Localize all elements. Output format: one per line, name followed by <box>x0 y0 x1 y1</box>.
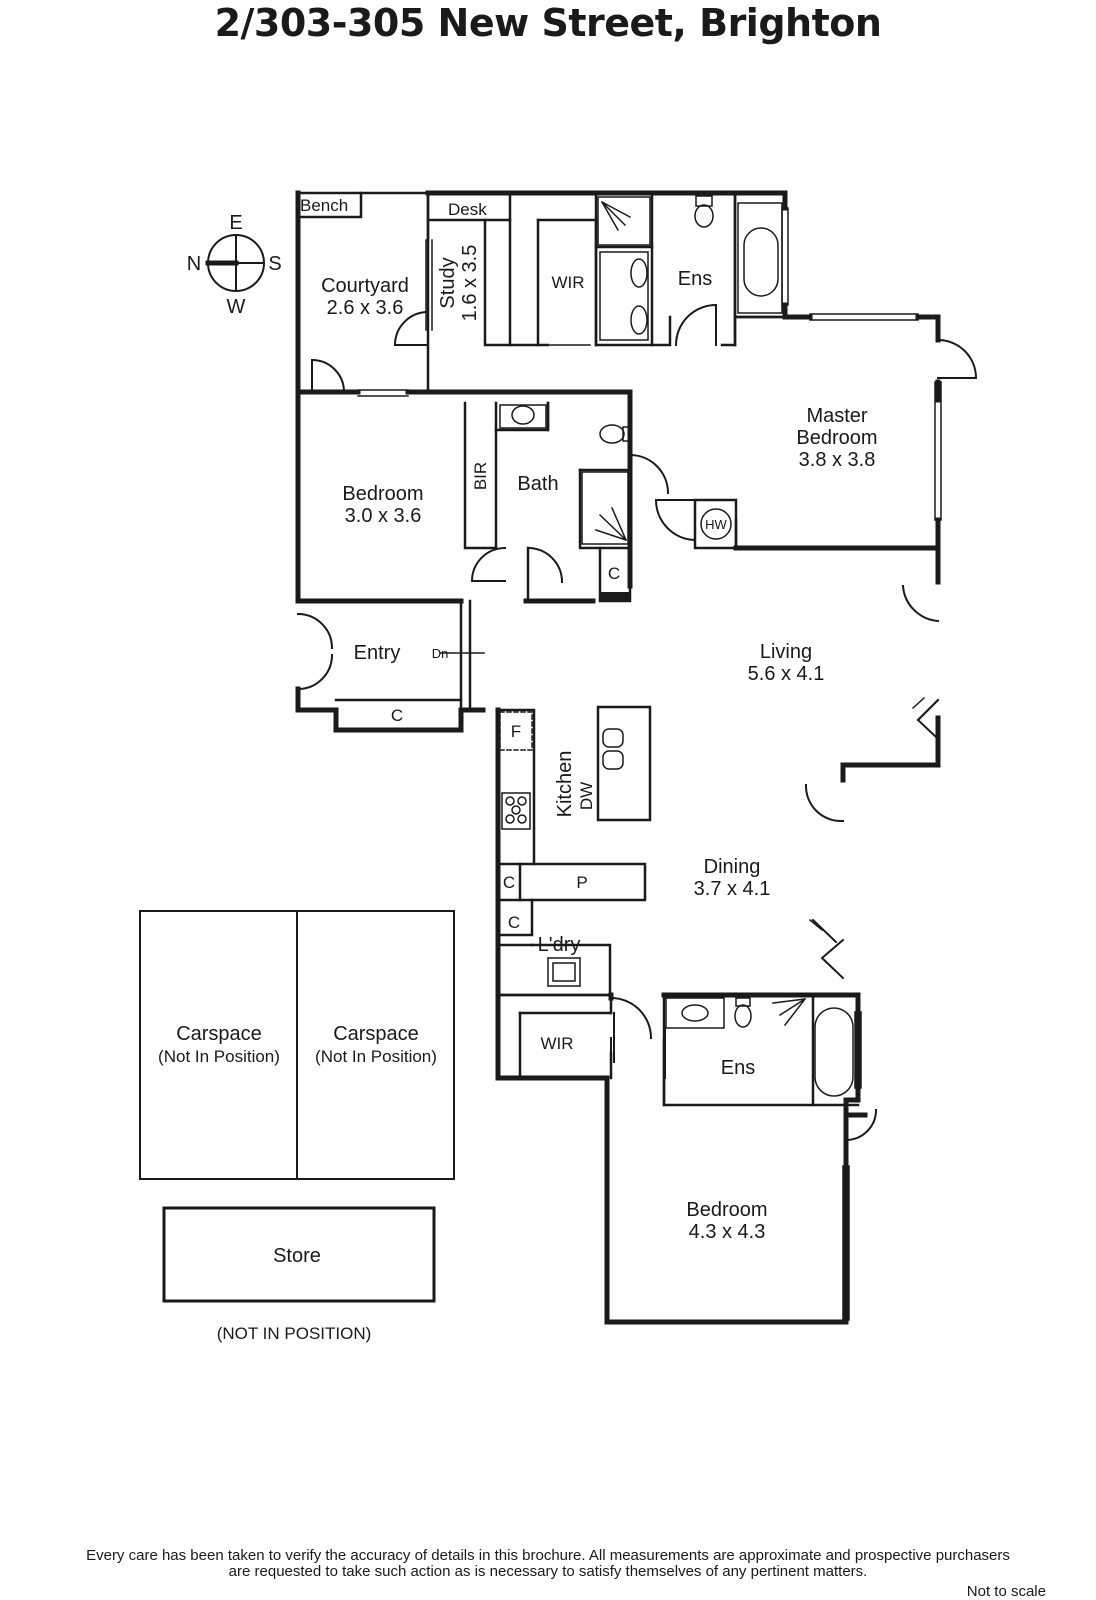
desk-label: Desk <box>448 200 487 219</box>
cupboard-entry-label: C <box>391 706 403 725</box>
study-name: Study <box>437 257 459 308</box>
disclaimer-line-2: are requested to take such action as is … <box>228 1563 868 1580</box>
fridge-label: F <box>511 722 521 741</box>
kitchen-label: Kitchen <box>554 751 576 818</box>
bath-label: Bath <box>517 473 558 495</box>
master-name-1: Master <box>806 405 867 427</box>
carspace-1-note: (Not In Position) <box>158 1047 280 1066</box>
carspace-2-name: Carspace <box>333 1023 419 1045</box>
interior-walls <box>296 191 860 1107</box>
windows <box>357 207 942 1321</box>
dining-name: Dining <box>704 856 761 878</box>
living-size: 5.6 x 4.1 <box>748 663 825 685</box>
compass-w: W <box>227 296 246 318</box>
page-title: 2/303-305 New Street, Brighton <box>214 1 882 45</box>
carspaces <box>139 910 455 1180</box>
compass-icon <box>205 234 265 292</box>
cupboard-bath-label: C <box>608 564 620 583</box>
ens-top-label: Ens <box>678 268 712 290</box>
store-box <box>162 1206 436 1303</box>
bifold-doors <box>811 698 940 980</box>
hw-label: HW <box>705 517 727 532</box>
living-name: Living <box>760 641 812 663</box>
ens-bottom-label: Ens <box>721 1057 755 1079</box>
disclaimer-line-1: Every care has been taken to verify the … <box>86 1547 1010 1564</box>
dining-size: 3.7 x 4.1 <box>694 878 771 900</box>
laundry-label: L'dry <box>538 934 581 956</box>
fixtures <box>499 195 854 1097</box>
study-size: 1.6 x 3.5 <box>459 245 481 322</box>
doors <box>296 303 978 1142</box>
compass-n: N <box>187 253 201 275</box>
master-size: 3.8 x 3.8 <box>799 449 876 471</box>
pantry-label: P <box>576 873 587 892</box>
not-in-position-label: (NOT IN POSITION) <box>217 1324 372 1343</box>
bedroom-large-size: 4.3 x 4.3 <box>689 1221 766 1243</box>
master-name-2: Bedroom <box>796 427 877 449</box>
courtyard-size: 2.6 x 3.6 <box>327 297 404 319</box>
wir-top-label: WIR <box>551 273 584 292</box>
not-to-scale-label: Not to scale <box>966 1583 1046 1600</box>
carspace-2-note: (Not In Position) <box>315 1047 437 1066</box>
bedroom-small-size: 3.0 x 3.6 <box>345 505 422 527</box>
compass-s: S <box>268 253 281 275</box>
disclaimer: Every care has been taken to verify the … <box>0 1548 1096 1580</box>
courtyard-name: Courtyard <box>321 275 409 297</box>
compass-labels: E N S W <box>187 212 282 318</box>
down-label: Dn <box>432 646 449 661</box>
bedroom-small-name: Bedroom <box>342 483 423 505</box>
carspace-1-name: Carspace <box>176 1023 262 1045</box>
bedroom-large-name: Bedroom <box>686 1199 767 1221</box>
bench-label: Bench <box>300 196 348 215</box>
cupboard-laundry-label: C <box>508 913 520 932</box>
entry-label: Entry <box>354 642 401 664</box>
exterior-walls <box>295 190 941 1325</box>
sliding-arrows <box>439 344 926 1079</box>
cupboard-kitchen-label: C <box>503 873 515 892</box>
bir-label: BIR <box>471 462 490 490</box>
wir-bottom-label: WIR <box>540 1034 573 1053</box>
store-label: Store <box>273 1245 321 1267</box>
compass-e: E <box>229 212 242 234</box>
dishwasher-label: DW <box>577 782 596 810</box>
